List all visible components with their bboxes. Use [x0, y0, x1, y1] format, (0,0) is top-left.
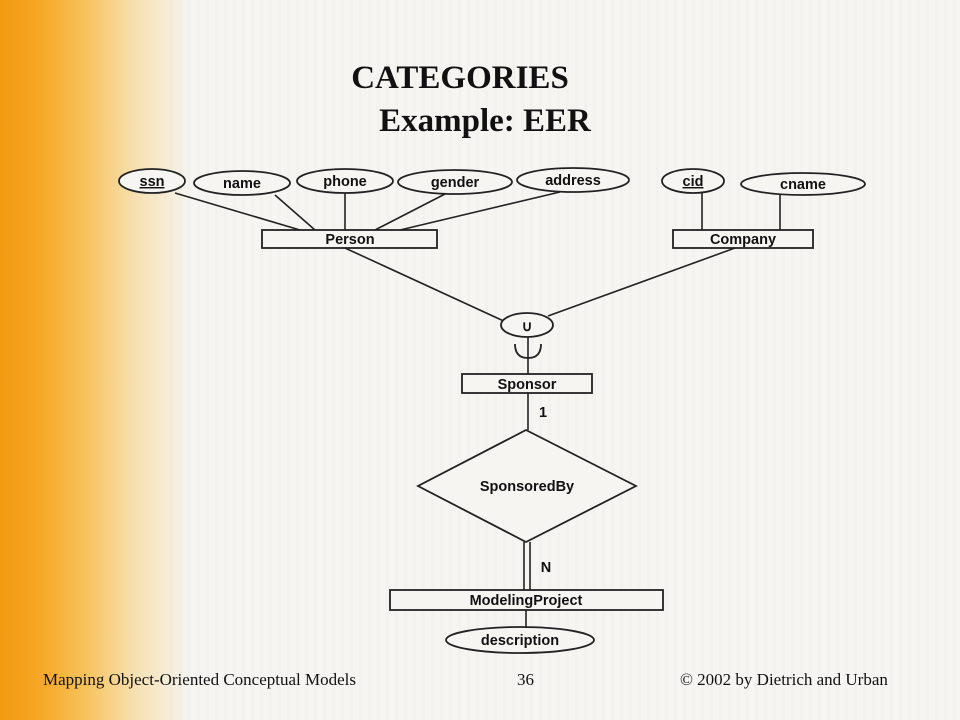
attr-description-ellipse — [445, 626, 595, 654]
orange-side-band — [0, 0, 190, 720]
entity-modelingproject-label: ModelingProject — [470, 593, 583, 609]
relationship-label: SponsoredBy — [480, 479, 574, 495]
entity-person-label: Person — [325, 232, 374, 248]
attr-cid-ellipse — [661, 168, 725, 194]
attr-name-label: name — [223, 176, 261, 192]
line-name-person — [274, 194, 316, 231]
entity-person-box — [261, 229, 438, 249]
line-ssn-person — [174, 192, 301, 231]
attr-gender-ellipse — [397, 169, 513, 195]
slide-title: CATEGORIES — [351, 60, 569, 96]
cardinality-sponsor-label: 1 — [539, 405, 547, 421]
attr-cname-label: cname — [780, 177, 826, 193]
attr-ssn-ellipse — [118, 168, 186, 194]
line-company-union — [547, 247, 736, 317]
attr-gender-label: gender — [431, 175, 480, 191]
entity-modelingproject-box — [389, 589, 664, 611]
connector-lines — [174, 191, 781, 628]
line-address-person — [399, 191, 561, 231]
attr-description-label: description — [481, 633, 559, 649]
union-circle — [500, 312, 554, 338]
attr-phone-ellipse — [296, 168, 394, 194]
attr-name-ellipse — [193, 170, 291, 196]
attr-address-label: address — [545, 173, 601, 189]
entity-sponsor-label: Sponsor — [498, 377, 557, 393]
entity-sponsor-box — [461, 373, 593, 394]
attr-address-ellipse — [516, 167, 630, 193]
entity-company-label: Company — [710, 232, 776, 248]
cardinality-project-label: N — [541, 560, 551, 576]
slide-subtitle: Example: EER — [379, 103, 591, 139]
attr-ssn-label: ssn — [140, 174, 165, 190]
line-person-union — [344, 247, 509, 324]
union-symbol-label: ∪ — [522, 319, 533, 335]
attr-phone-label: phone — [323, 174, 367, 190]
subset-cup-icon — [514, 343, 542, 359]
entity-company-box — [672, 229, 814, 249]
footer-course-title: Mapping Object-Oriented Conceptual Model… — [43, 670, 357, 689]
footer-copyright: © 2002 by Dietrich and Urban — [680, 670, 888, 689]
line-gender-person — [374, 193, 446, 231]
attr-cid-label: cid — [683, 174, 704, 190]
attr-cname-ellipse — [740, 172, 866, 196]
relationship-diamond — [416, 428, 638, 544]
footer-page-number: 36 — [517, 670, 534, 689]
